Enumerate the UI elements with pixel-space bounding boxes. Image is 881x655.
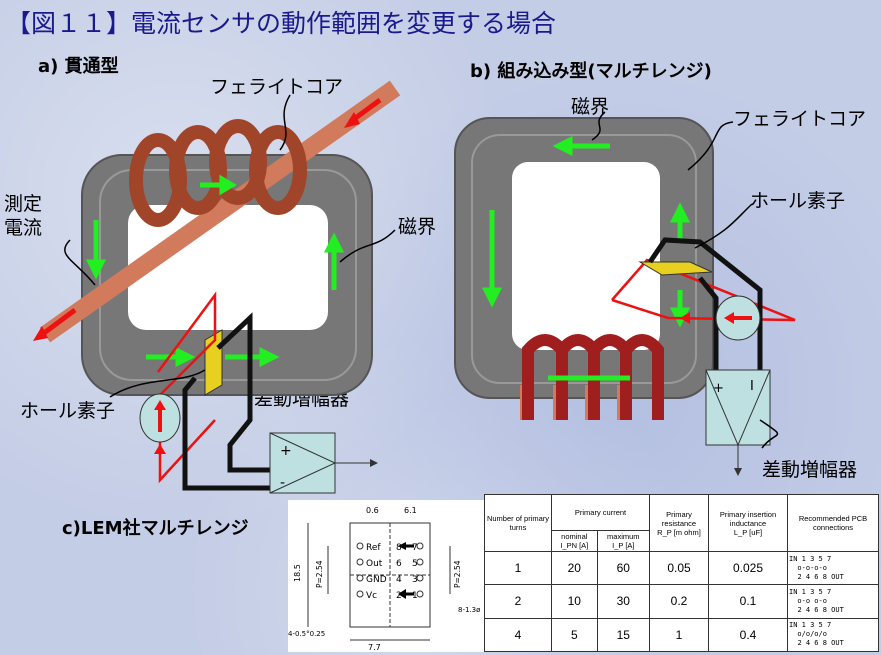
cell-maximum: 30 [596, 584, 651, 619]
b-magnetic-field-label: 磁界 [571, 96, 610, 118]
section-b-heading: b) 組み込み型(マルチレンジ) [470, 61, 712, 82]
cell-pcb: IN 1 3 5 7 o-o-o-o 2 4 6 8 OUT [787, 550, 879, 586]
table-row: 2 10 30 0.2 0.1 IN 1 3 5 7 o-o o-o 2 4 6… [484, 584, 879, 619]
b-hall-element-label: ホール素子 [750, 190, 846, 212]
section-a-heading: a) 貫通型 [38, 56, 119, 77]
a-amp-minus: - [280, 475, 285, 491]
cell-pcb: IN 1 3 5 7 o-o o-o 2 4 6 8 OUT [787, 584, 879, 619]
spec-table: Number of primary turns Primary current … [484, 494, 879, 653]
dim-holes: 4-0.5°0.25 [288, 630, 325, 638]
pin-num-2: 2 [396, 591, 402, 601]
b-coil [522, 334, 664, 420]
th-primary-current: Primary current [551, 494, 650, 531]
page-title: 【図１１】電流センサの動作範囲を変更する場合 [6, 9, 557, 38]
pin-gnd: GND [366, 575, 387, 585]
cell-inductance: 0.025 [708, 550, 788, 586]
pin-num-7: 7 [412, 543, 418, 553]
pin-num-3: 3 [412, 575, 418, 585]
dim-61: 6.1 [404, 506, 417, 515]
a-current-arrow-bottom [38, 307, 77, 339]
b-wire-2 [698, 276, 719, 370]
dim-06: 0.6 [366, 506, 379, 515]
cell-nominal: 5 [551, 617, 598, 653]
a-magnetic-field-label: 磁界 [398, 216, 437, 238]
b-current-loop [611, 258, 796, 322]
pin-num-4: 4 [396, 575, 402, 585]
pin-num-6: 6 [396, 559, 402, 569]
a-amp-plus: + [280, 443, 292, 459]
a-core-inner-edge [99, 169, 357, 381]
a-wire-2 [182, 376, 270, 491]
a-hall-element-label: ホール素子 [20, 400, 116, 422]
cell-resistance: 0.05 [649, 550, 709, 586]
a-field-arrows [85, 174, 345, 368]
b-diff-amp [705, 369, 771, 446]
cell-inductance: 0.4 [708, 617, 788, 653]
pin-num-5: 5 [412, 559, 418, 569]
cell-turns: 1 [484, 550, 552, 586]
lem-package-drawing: 0.6 6.1 18.5 P=2.54 P=2.54 7.7 4-0.5°0.2… [288, 500, 484, 652]
dim-77: 7.7 [368, 643, 381, 652]
table-row: 4 5 15 1 0.4 IN 1 3 5 7 o/o/o/o 2 4 6 8 … [484, 617, 879, 653]
cell-turns: 4 [484, 617, 552, 653]
table-row: 1 20 60 0.05 0.025 IN 1 3 5 7 o-o-o-o 2 … [484, 550, 879, 586]
pin-num-1: 1 [412, 591, 418, 601]
b-ferrite-core-label: フェライトコア [733, 108, 867, 130]
a-conductor [39, 80, 401, 343]
section-c-heading: c)LEM社マルチレンジ [62, 518, 249, 539]
b-core-window [512, 162, 660, 350]
b-hall-element [638, 261, 713, 276]
cell-resistance: 0.2 [649, 584, 709, 619]
a-ferrite-core-label: フェライトコア [210, 76, 344, 98]
pin-ref: Ref [366, 543, 381, 553]
b-amp-minus: I [750, 379, 754, 394]
dim-p254-left: P=2.54 [315, 560, 324, 588]
cell-pcb: IN 1 3 5 7 o/o/o/o 2 4 6 8 OUT [787, 617, 879, 653]
a-measured-current-label: 測定 電流 [4, 193, 43, 239]
a-current-arrowhead-top [344, 112, 360, 128]
pin-vc: Vc [366, 591, 377, 601]
a-diff-amp [269, 432, 336, 494]
b-diff-amp-label: 差動増幅器 [762, 459, 858, 481]
cell-nominal: 10 [551, 584, 598, 619]
a-current-arrowhead-bottom [33, 326, 48, 341]
b-amp-plus: + [713, 381, 724, 396]
cell-turns: 2 [484, 584, 552, 619]
dim-185: 18.5 [293, 564, 302, 582]
dim-p254-right: P=2.54 [453, 560, 462, 588]
a-coil [129, 119, 307, 227]
b-field-arrows [481, 135, 691, 381]
a-current-loop [156, 291, 217, 484]
pin-num-8: 8 [396, 543, 402, 553]
cell-maximum: 60 [596, 550, 651, 586]
dim-8-13: 8-1.3ø [458, 606, 481, 614]
pin-out: Out [366, 559, 383, 569]
cell-maximum: 15 [596, 617, 651, 653]
th-pcb: Recommended PCB connections [787, 494, 879, 552]
th-turns: Number of primary turns [484, 494, 552, 552]
cell-nominal: 20 [551, 550, 598, 586]
cell-resistance: 1 [649, 617, 709, 653]
a-wire-1 [216, 312, 270, 473]
cell-inductance: 0.1 [708, 584, 788, 619]
